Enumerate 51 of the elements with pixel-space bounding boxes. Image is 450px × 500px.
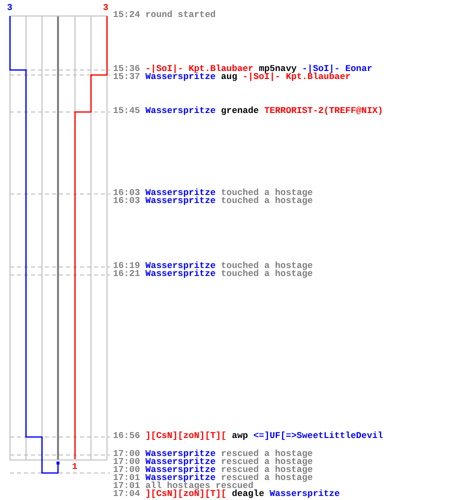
event-text: rescued a hostage — [221, 457, 313, 467]
event-text: rescued a hostage — [221, 449, 313, 459]
time-label: 17:04 — [113, 489, 140, 499]
time-label: 15:37 — [113, 72, 140, 82]
time-label: 16:03 — [113, 196, 140, 206]
player-name: Wasserspritze — [145, 188, 216, 198]
time-label: 16:21 — [113, 269, 140, 279]
event-text: all hostages rescued — [145, 481, 254, 491]
time-label: 15:45 — [113, 106, 140, 116]
time-label: 17:01 — [113, 473, 140, 483]
player-name: Wasserspritze — [145, 457, 216, 467]
event-text: touched a hostage — [221, 196, 313, 206]
player-name: ][CsN][zoN][T][ — [145, 489, 226, 499]
player-name: TERRORIST-2(TREFF@NIX) — [264, 106, 384, 116]
player-name: Wasserspritze — [145, 449, 216, 459]
event-text: round started — [145, 10, 216, 20]
player-name: ][CsN][zoN][T][ — [145, 431, 226, 441]
weapon-name: mp5navy — [258, 64, 297, 74]
time-label: 15:24 — [113, 10, 140, 20]
event-text: touched a hostage — [221, 269, 313, 279]
player-name: -|SoI|- Eonar — [302, 64, 372, 74]
event-text: rescued a hostage — [221, 473, 313, 483]
player-name: Wasserspritze — [145, 473, 216, 483]
player-name: Wasserspritze — [145, 269, 216, 279]
count-label: 1 — [72, 462, 78, 472]
event-text: rescued a hostage — [221, 465, 313, 475]
player-name: Wasserspritze — [145, 465, 216, 475]
player-name: Wasserspritze — [145, 261, 216, 271]
count-label: 3 — [103, 4, 108, 13]
player-name: <=]UF[=>SweetLittleDevil — [253, 431, 384, 441]
count-label: 3 — [7, 4, 12, 13]
time-label: 17:00 — [113, 457, 140, 467]
time-label: 17:00 — [113, 449, 140, 459]
player-name: Wasserspritze — [145, 72, 216, 82]
time-label: 17:01 — [113, 481, 140, 491]
event-text: touched a hostage — [221, 261, 313, 271]
player-name: -|SoI|- Kpt.Blaubaer — [145, 64, 254, 74]
event-text: touched a hostage — [221, 188, 313, 198]
weapon-name: awp — [232, 431, 248, 441]
player-name: Wasserspritze — [145, 196, 216, 206]
time-label: 16:19 — [113, 261, 140, 271]
weapon-name: grenade — [221, 106, 259, 116]
time-label: 16:03 — [113, 188, 140, 198]
player-name: Wasserspritze — [270, 489, 340, 499]
player-name: -|SoI|- Kpt.Blaubaer — [242, 72, 351, 82]
time-label: 15:36 — [113, 64, 140, 74]
weapon-name: aug — [221, 72, 238, 82]
weapon-name: deagle — [232, 489, 264, 499]
player-name: Wasserspritze — [145, 106, 216, 116]
time-label: 17:00 — [113, 465, 140, 475]
time-label: 16:56 — [113, 431, 140, 441]
